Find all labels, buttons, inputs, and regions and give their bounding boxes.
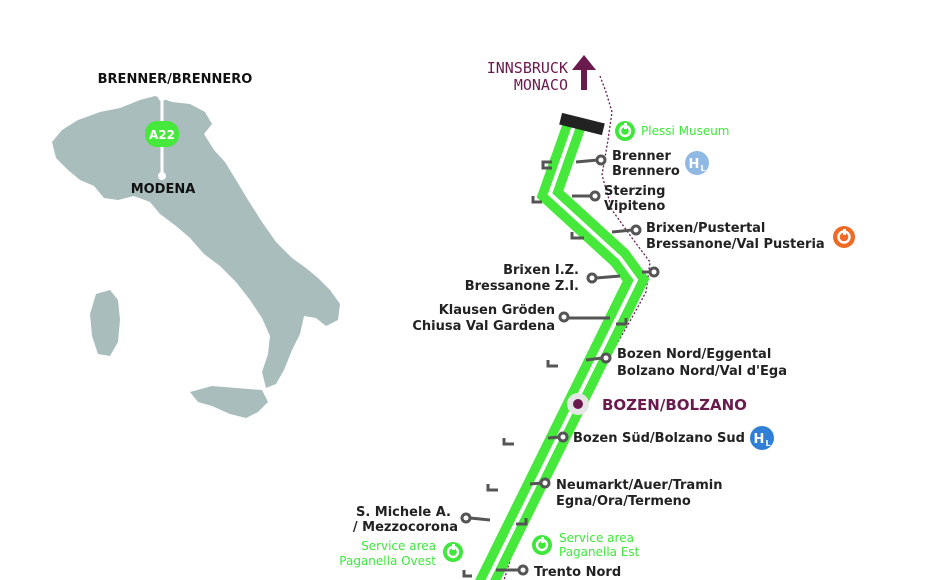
exit-smichele-line2: / Mezzocorona — [353, 520, 458, 535]
exit-smichele-line1: S. Michele A. — [356, 505, 451, 520]
service-plessi-label: Plessi Museum — [641, 124, 730, 138]
service-area-icon — [615, 121, 635, 141]
exit-bozen-nord-line1: Bozen Nord/Eggental — [617, 347, 771, 362]
city-bozen-bolzano: BOZEN/BOLZANO — [567, 393, 747, 415]
a22-motorway — [475, 112, 650, 580]
destination-line2: MONACO — [514, 76, 568, 94]
sardinia-shape — [90, 290, 120, 356]
service-est-line2: Paganella Est — [559, 545, 640, 559]
exit-brixen-pustertal-line1: Brixen/Pustertal — [646, 221, 765, 236]
service-area-icon — [532, 535, 552, 555]
exit-stubs — [460, 154, 660, 578]
svg-text:L: L — [700, 164, 705, 173]
service-ovest-line2: Paganella Ovest — [339, 554, 436, 568]
exit-brixen-iz-line1: Brixen I.Z. — [503, 263, 579, 278]
service-paganella-est: Service area Paganella Est — [532, 531, 640, 559]
exit-bozen-sud-line1: Bozen Süd/Bolzano Sud — [573, 431, 745, 446]
arrow-up-icon — [572, 55, 596, 90]
exit-brixen-pustertal-line2: Bressanone/Val Pusteria — [646, 237, 825, 252]
motorway-end-barrier — [559, 112, 605, 136]
exit-trento-nord-line1: Trento Nord — [534, 565, 621, 580]
exit-klausen-line2: Chiusa Val Gardena — [412, 319, 555, 334]
exit-sterzing-line1: Sterzing — [604, 184, 665, 199]
destination-line1: INNSBRUCK — [487, 59, 568, 77]
inset-top-label: BRENNER/BRENNERO — [98, 72, 253, 87]
exit-brenner-line1: Brenner — [612, 149, 671, 164]
hotel-blue-icon: H L — [750, 426, 774, 450]
sicily-shape — [190, 386, 268, 418]
inset-road-end-dot — [158, 172, 166, 180]
service-paganella-ovest: Service area Paganella Ovest — [339, 539, 463, 568]
exit-sterzing-line2: Vipiteno — [604, 199, 665, 214]
exit-bozen-nord-line2: Bolzano Nord/Val d'Ega — [617, 364, 787, 379]
a22-badge-label: A22 — [149, 128, 175, 142]
city-label: BOZEN/BOLZANO — [602, 396, 747, 414]
exit-neumarkt-line1: Neumarkt/Auer/Tramin — [556, 478, 722, 493]
service-est-line1: Service area — [559, 531, 634, 545]
italy-inset-map: A22 BRENNER/BRENNERO MODENA — [52, 72, 340, 418]
exit-neumarkt-line2: Egna/Ora/Termeno — [556, 494, 691, 509]
exit-brixen-iz-line2: Bressanone Z.I. — [465, 279, 579, 294]
service-ovest-line1: Service area — [361, 539, 436, 553]
svg-text:H: H — [754, 432, 765, 447]
svg-text:H: H — [689, 157, 700, 172]
hotel-light-icon: H L — [685, 151, 709, 175]
exit-klausen-line1: Klausen Gröden — [439, 303, 555, 318]
svg-text:L: L — [765, 439, 770, 448]
destination-sign: INNSBRUCK MONACO — [487, 55, 596, 94]
service-area-icon — [443, 542, 463, 562]
italy-land-shape — [52, 96, 340, 388]
city-dot — [573, 399, 583, 409]
service-plessi-museum: Plessi Museum — [615, 121, 730, 141]
exit-brenner-line2: Brennero — [612, 164, 680, 179]
orange-service-icon — [833, 226, 855, 248]
a22-badge — [145, 121, 179, 147]
inset-road-start-dot — [158, 93, 166, 101]
inset-bottom-label: MODENA — [131, 182, 196, 197]
exit-labels: Brenner Brennero Sterzing Vipiteno Brixe… — [353, 149, 825, 580]
